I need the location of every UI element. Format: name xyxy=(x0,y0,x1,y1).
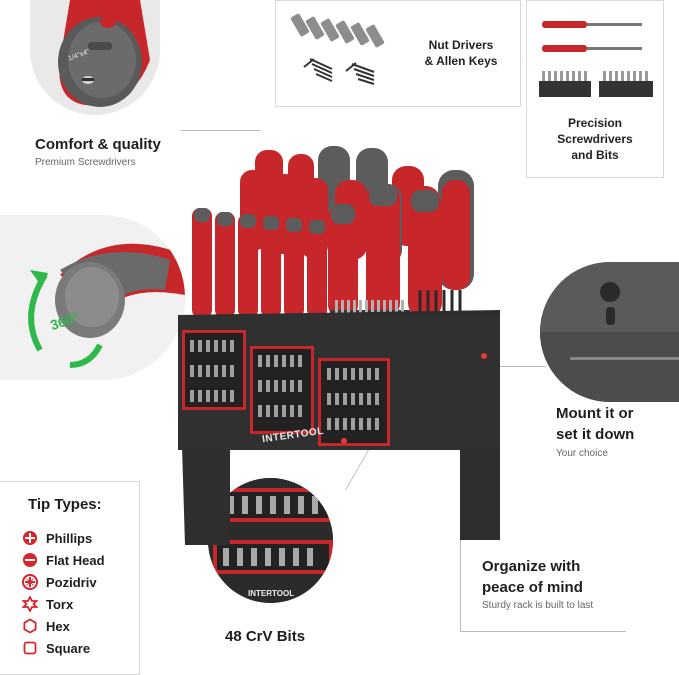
comfort-subtitle: Premium Screwdrivers xyxy=(35,157,136,168)
tip-type-label: Pozidriv xyxy=(46,574,97,590)
mount-closeup-image xyxy=(540,262,679,402)
flat-head-icon xyxy=(23,553,37,567)
precision-title-line1: Precision xyxy=(567,116,623,130)
hex-icon xyxy=(23,618,37,634)
tip-type-item: Hex xyxy=(22,615,105,637)
mount-leader-line xyxy=(496,366,546,397)
precision-screwdrivers-image xyxy=(539,21,653,97)
tip-type-item: Torx xyxy=(22,593,105,615)
tip-type-label: Hex xyxy=(46,618,70,634)
handle-closeup-image: 1/4"x4" xyxy=(30,0,160,115)
precision-panel: Precision Screwdrivers and Bits xyxy=(526,0,664,178)
tip-type-item: Phillips xyxy=(22,527,105,549)
bits-title: 48 CrV Bits xyxy=(225,628,306,645)
pozidriv-icon xyxy=(22,574,38,590)
tip-type-label: Flat Head xyxy=(46,552,105,568)
organize-title-line2: peace of mind xyxy=(482,579,583,596)
tip-types-heading: Tip Types: xyxy=(28,496,102,513)
nut-drivers-title-line2: & Allen Keys xyxy=(424,54,498,68)
screwdriver-rack-image xyxy=(178,146,500,545)
precision-title-line3: and Bits xyxy=(571,148,619,162)
torx-icon xyxy=(22,596,38,612)
mount-title-line1: Mount it or xyxy=(556,405,634,422)
tip-type-label: Phillips xyxy=(46,530,93,546)
tip-type-item: Flat Head xyxy=(22,549,105,571)
svg-text:INTERTOOL: INTERTOOL xyxy=(248,589,294,598)
phillips-icon xyxy=(23,531,37,545)
tip-type-label: Square xyxy=(46,640,91,656)
tip-type-item: Pozidriv xyxy=(22,571,105,593)
organize-title-line1: Organize with xyxy=(482,558,581,575)
organize-subtitle: Sturdy rack is built to last xyxy=(482,600,594,611)
mount-title-line2: set it down xyxy=(556,426,635,443)
nut-drivers-panel: Nut Drivers & Allen Keys xyxy=(275,0,521,107)
square-icon xyxy=(23,641,37,655)
precision-title-line2: Screwdrivers xyxy=(557,132,633,146)
tip-type-item: Square xyxy=(22,637,105,659)
nut-drivers-title-line1: Nut Drivers xyxy=(428,38,494,52)
tip-type-label: Torx xyxy=(46,596,74,612)
tip-types-panel: Tip Types: Phillips Flat Head Pozidriv T… xyxy=(0,481,140,675)
nut-drivers-image xyxy=(290,13,385,85)
rotation-closeup-image: 360° xyxy=(0,215,185,380)
comfort-title: Comfort & quality xyxy=(35,136,161,153)
mount-subtitle: Your choice xyxy=(556,448,608,459)
organize-leader-line xyxy=(460,483,626,632)
